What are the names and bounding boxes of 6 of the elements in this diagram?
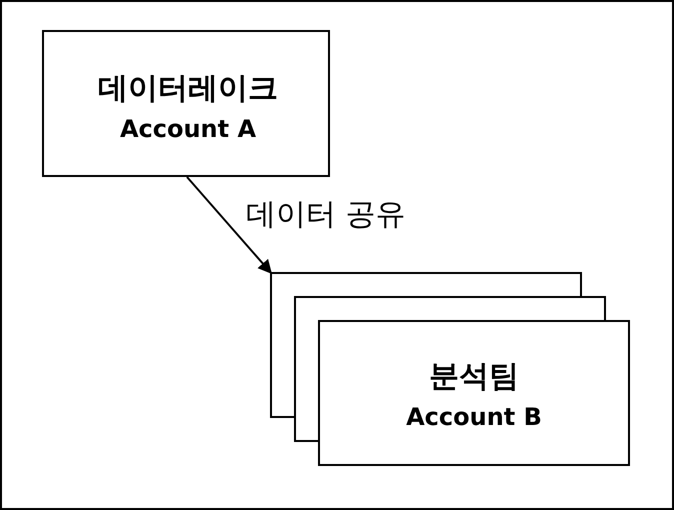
box-title: 분석팀: [429, 358, 519, 396]
account-label: Account A: [120, 115, 256, 143]
arrow: [186, 176, 273, 275]
box-title: 데이터레이크: [98, 70, 278, 108]
account-box: [42, 30, 330, 177]
account-label: Account B: [406, 402, 542, 430]
